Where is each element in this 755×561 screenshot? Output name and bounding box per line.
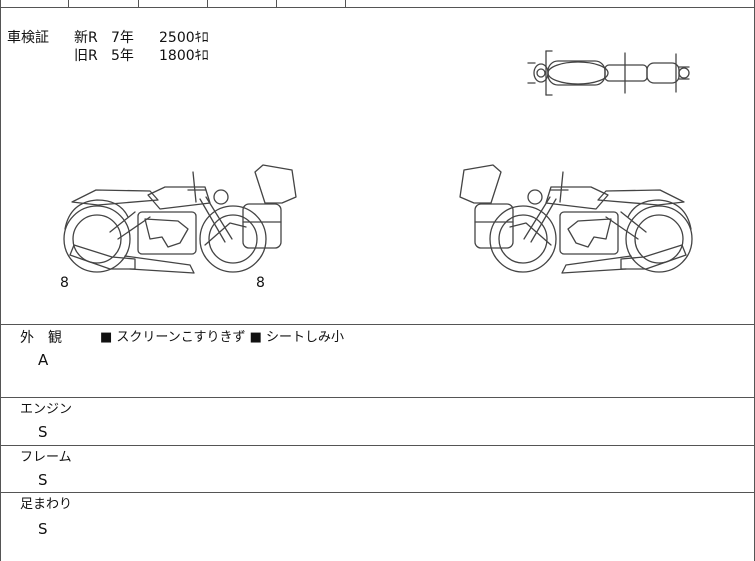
rear-tire-mark: 8	[60, 275, 69, 291]
header-divider	[345, 0, 346, 7]
motorcycle-left-side-icon	[63, 164, 297, 274]
exterior-label: 外 観	[20, 330, 62, 346]
exterior-bottom-border	[0, 397, 755, 398]
inspection-old-years: 5年	[111, 48, 134, 64]
frame-label: フレーム	[20, 450, 72, 465]
top-border	[0, 7, 755, 8]
left-border	[0, 0, 1, 561]
inspection-new-label: 新R	[74, 30, 98, 46]
header-divider	[276, 0, 277, 7]
diagram-bottom-border	[0, 324, 755, 325]
frame-bottom-border	[0, 492, 755, 493]
header-divider	[207, 0, 208, 7]
inspection-old-fee: 1800ｷﾛ	[159, 48, 209, 64]
inspection-old-label: 旧R	[74, 48, 98, 64]
frame-grade: S	[38, 471, 48, 489]
motorcycle-top-view-icon	[527, 50, 690, 96]
engine-grade: S	[38, 423, 48, 441]
engine-bottom-border	[0, 445, 755, 446]
inspection-new-fee: 2500ｷﾛ	[159, 30, 209, 46]
engine-label: エンジン	[20, 402, 73, 417]
suspension-grade: S	[38, 520, 48, 538]
exterior-grade: A	[38, 351, 49, 369]
header-divider	[138, 0, 139, 7]
motorcycle-right-side-icon	[459, 164, 693, 274]
inspection-label: 車検証	[7, 30, 49, 46]
front-tire-mark: 8	[256, 275, 265, 291]
inspection-new-years: 7年	[111, 30, 134, 46]
suspension-label: 足まわり	[20, 497, 73, 512]
motorcycle-diagram	[63, 50, 693, 274]
header-divider	[68, 0, 69, 7]
exterior-notes: ■ スクリーンこすりきず ■ シートしみ小	[100, 330, 345, 345]
